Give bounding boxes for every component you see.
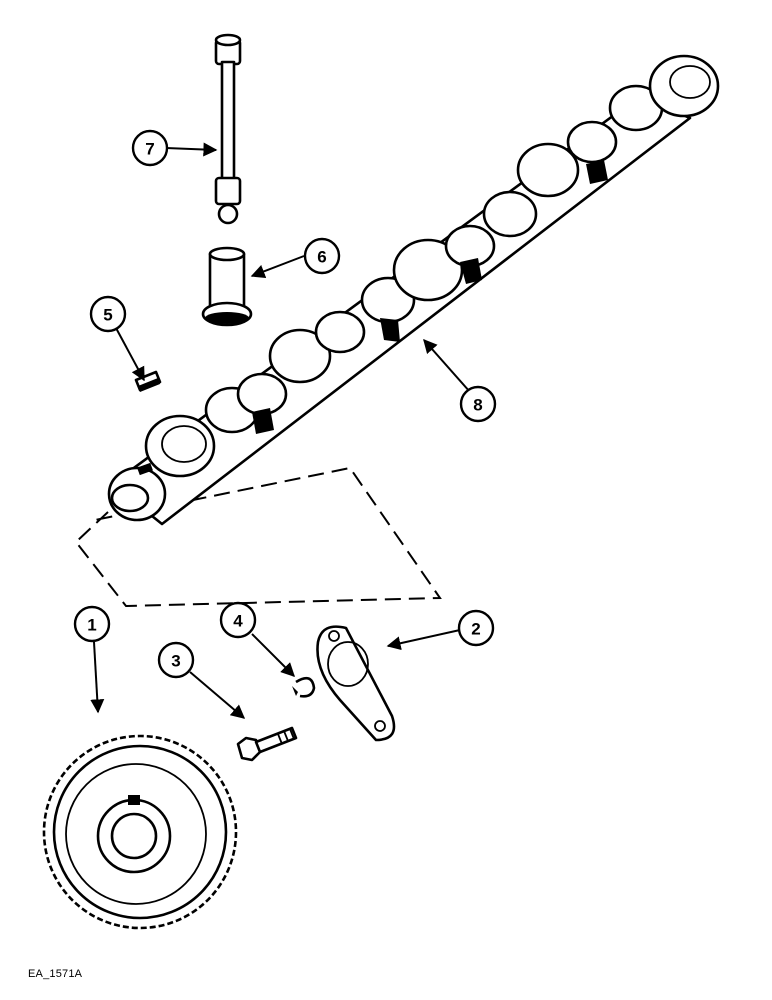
leader-3 bbox=[189, 671, 246, 719]
camshaft bbox=[107, 54, 720, 526]
callout-8-label: 8 bbox=[473, 396, 482, 415]
callout-4: 4 bbox=[219, 601, 257, 639]
callout-4-label: 4 bbox=[233, 612, 243, 631]
callout-6-label: 6 bbox=[317, 248, 326, 267]
leader-1 bbox=[90, 641, 105, 714]
leader-5 bbox=[115, 327, 145, 382]
bolt bbox=[236, 726, 298, 762]
callout-7: 7 bbox=[131, 129, 169, 167]
callout-3: 3 bbox=[157, 641, 195, 679]
callout-7-label: 7 bbox=[145, 140, 154, 159]
callout-6: 6 bbox=[303, 237, 341, 275]
leader-6 bbox=[250, 255, 305, 279]
reference-code: EA_1571A bbox=[28, 968, 83, 980]
woodruff-key bbox=[134, 370, 162, 392]
callout-5: 5 bbox=[89, 295, 127, 333]
assembly-guide-line bbox=[74, 466, 442, 608]
callout-2-label: 2 bbox=[471, 620, 480, 639]
leader-8 bbox=[423, 338, 471, 393]
tappet bbox=[201, 246, 253, 327]
leader-7 bbox=[165, 142, 218, 157]
callout-1: 1 bbox=[73, 605, 111, 643]
thrust-plate bbox=[316, 625, 396, 742]
callout-3-label: 3 bbox=[171, 652, 180, 671]
callout-2: 2 bbox=[457, 609, 495, 647]
leader-4 bbox=[251, 633, 295, 677]
callout-8: 8 bbox=[459, 385, 497, 423]
callout-5-label: 5 bbox=[103, 306, 112, 325]
lock-washer bbox=[292, 676, 316, 698]
camshaft-gear bbox=[42, 734, 238, 930]
push-rod bbox=[214, 33, 242, 225]
leader-2 bbox=[386, 629, 461, 651]
callout-1-label: 1 bbox=[87, 616, 96, 635]
